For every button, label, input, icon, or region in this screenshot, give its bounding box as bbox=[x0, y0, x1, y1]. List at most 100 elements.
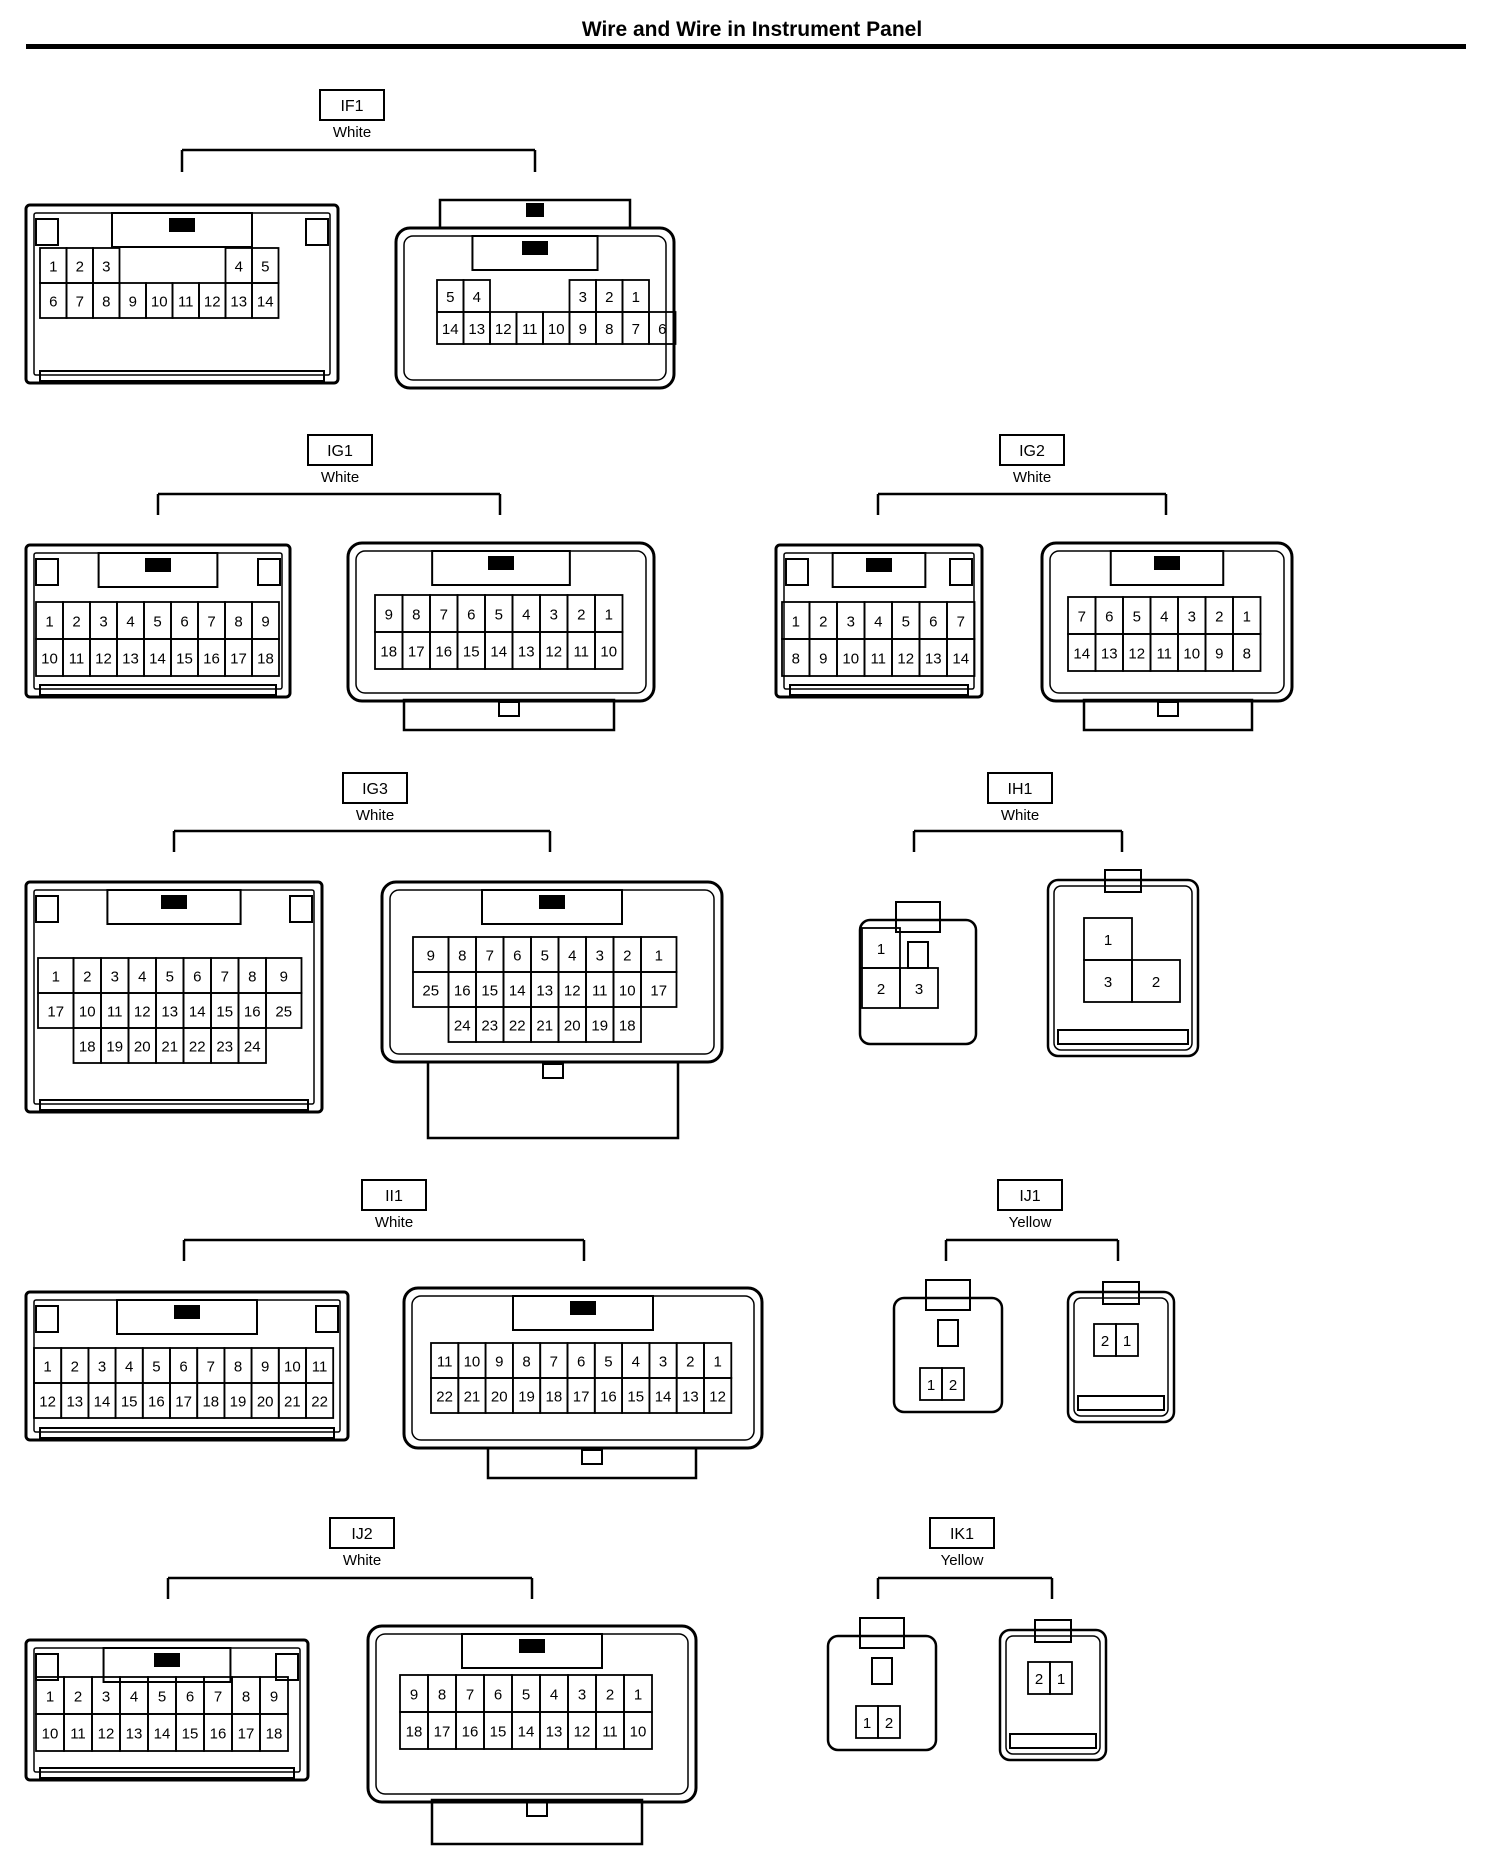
housing-outline bbox=[24, 1290, 350, 1442]
pin-number: 12 bbox=[545, 644, 562, 661]
pin-number: 8 bbox=[234, 1359, 242, 1376]
pin-number: 24 bbox=[244, 1039, 261, 1056]
pin-number: 8 bbox=[1243, 646, 1251, 663]
pin-cavity bbox=[648, 311, 677, 345]
pin-number: 7 bbox=[486, 948, 494, 965]
latch-frame bbox=[471, 235, 599, 271]
housing-inner bbox=[1053, 885, 1193, 1051]
pin-number: 3 bbox=[915, 981, 923, 998]
pin-number: 14 bbox=[442, 321, 459, 338]
pin-number: 2 bbox=[885, 1715, 893, 1732]
latch-frame bbox=[111, 212, 253, 248]
latch-frame bbox=[102, 1647, 232, 1683]
pin-number: 7 bbox=[214, 1689, 222, 1706]
pin-number: 14 bbox=[518, 1724, 535, 1741]
connector-code: IJ2 bbox=[351, 1526, 372, 1543]
pin-number: 3 bbox=[1104, 974, 1112, 991]
connector-code: IK1 bbox=[950, 1526, 974, 1543]
pin-number: 21 bbox=[464, 1389, 481, 1406]
pin-cavity bbox=[1115, 1323, 1139, 1357]
pin-number: 15 bbox=[481, 983, 498, 1000]
pin-number: 3 bbox=[579, 289, 587, 306]
pin-number: 11 bbox=[107, 1004, 123, 1021]
connector-color: Yellow bbox=[1009, 1214, 1052, 1231]
pin-number: 16 bbox=[210, 1726, 227, 1743]
pin-number: 1 bbox=[1243, 609, 1251, 626]
pin-number: 14 bbox=[149, 651, 166, 668]
pin-number: 16 bbox=[244, 1004, 261, 1021]
pin-number: 9 bbox=[129, 294, 137, 311]
pin-number: 22 bbox=[311, 1394, 328, 1411]
connector-code-box bbox=[307, 434, 373, 466]
pin-number: 14 bbox=[189, 1004, 206, 1021]
pin-number: 21 bbox=[161, 1039, 178, 1056]
latch bbox=[925, 1279, 971, 1311]
guide-left bbox=[35, 895, 59, 923]
pin-number: 14 bbox=[490, 644, 507, 661]
pin-number: 14 bbox=[1073, 646, 1090, 663]
pin-number: 1 bbox=[43, 1359, 51, 1376]
latch-frame bbox=[512, 1295, 654, 1331]
pin-number: 6 bbox=[658, 321, 666, 338]
top-hitch bbox=[438, 198, 632, 230]
pin-number: 3 bbox=[102, 259, 110, 276]
pin-number: 2 bbox=[606, 1687, 614, 1704]
housing-inner bbox=[33, 889, 315, 1105]
pin-number: 4 bbox=[1160, 609, 1168, 626]
pin-number: 10 bbox=[464, 1354, 481, 1371]
pin-number: 13 bbox=[161, 1004, 178, 1021]
guide-left bbox=[35, 1653, 59, 1681]
pin-number: 25 bbox=[422, 983, 439, 1000]
pin-number: 4 bbox=[568, 948, 576, 965]
pin-number: 10 bbox=[619, 983, 636, 1000]
guide-left bbox=[785, 558, 809, 586]
pin-number: 17 bbox=[47, 1004, 64, 1021]
latch-tab bbox=[522, 241, 548, 255]
pin-number: 7 bbox=[207, 614, 215, 631]
pin-number: 6 bbox=[513, 948, 521, 965]
connector-code-box bbox=[987, 772, 1053, 804]
page-title: Wire and Wire in Instrument Panel bbox=[581, 18, 923, 41]
pin-number: 13 bbox=[682, 1389, 699, 1406]
housing-inner bbox=[1073, 1297, 1169, 1417]
pin-cavity bbox=[640, 971, 678, 1008]
pin-number: 18 bbox=[202, 1394, 219, 1411]
pin-number: 12 bbox=[564, 983, 581, 1000]
housing-inner bbox=[1005, 1635, 1101, 1755]
pin-number: 8 bbox=[458, 948, 466, 965]
guide-left bbox=[35, 558, 59, 586]
pin-number: 5 bbox=[1133, 609, 1141, 626]
pin-number: 15 bbox=[216, 1004, 233, 1021]
pin-number: 1 bbox=[52, 969, 60, 986]
pin-number: 1 bbox=[632, 289, 640, 306]
pin-number: 2 bbox=[623, 948, 631, 965]
pin-number: 9 bbox=[427, 948, 435, 965]
pin-number: 17 bbox=[434, 1724, 451, 1741]
pin-number: 7 bbox=[76, 294, 84, 311]
pin-cavity bbox=[1049, 1661, 1073, 1695]
pin-number: 12 bbox=[1128, 646, 1145, 663]
pin-number: 11 bbox=[522, 321, 538, 338]
pin-number: 18 bbox=[79, 1039, 96, 1056]
pin-number: 6 bbox=[49, 294, 57, 311]
pin-number: 4 bbox=[473, 289, 481, 306]
pin-number: 5 bbox=[902, 614, 910, 631]
pin-number: 6 bbox=[494, 1687, 502, 1704]
pin-number: 16 bbox=[203, 651, 220, 668]
bottom-rail bbox=[39, 1767, 295, 1779]
pin-number: 2 bbox=[1101, 1333, 1109, 1350]
pin-cavity bbox=[594, 631, 624, 670]
pin-number: 3 bbox=[102, 1689, 110, 1706]
pin-number: 3 bbox=[550, 607, 558, 624]
